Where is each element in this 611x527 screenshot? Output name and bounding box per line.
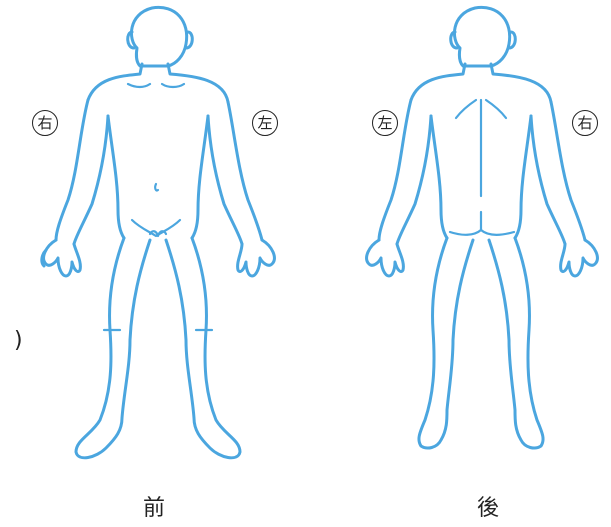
stray-parenthesis: ) [14, 328, 23, 353]
back-right-side-marker: 右 [572, 110, 598, 136]
back-head [454, 7, 509, 66]
front-right-side-marker: 右 [32, 110, 58, 136]
front-left-side-marker: 左 [252, 110, 278, 136]
front-view-label: 前 [134, 490, 174, 522]
back-view-label: 後 [468, 490, 508, 522]
back-left-side-marker: 左 [372, 110, 398, 136]
